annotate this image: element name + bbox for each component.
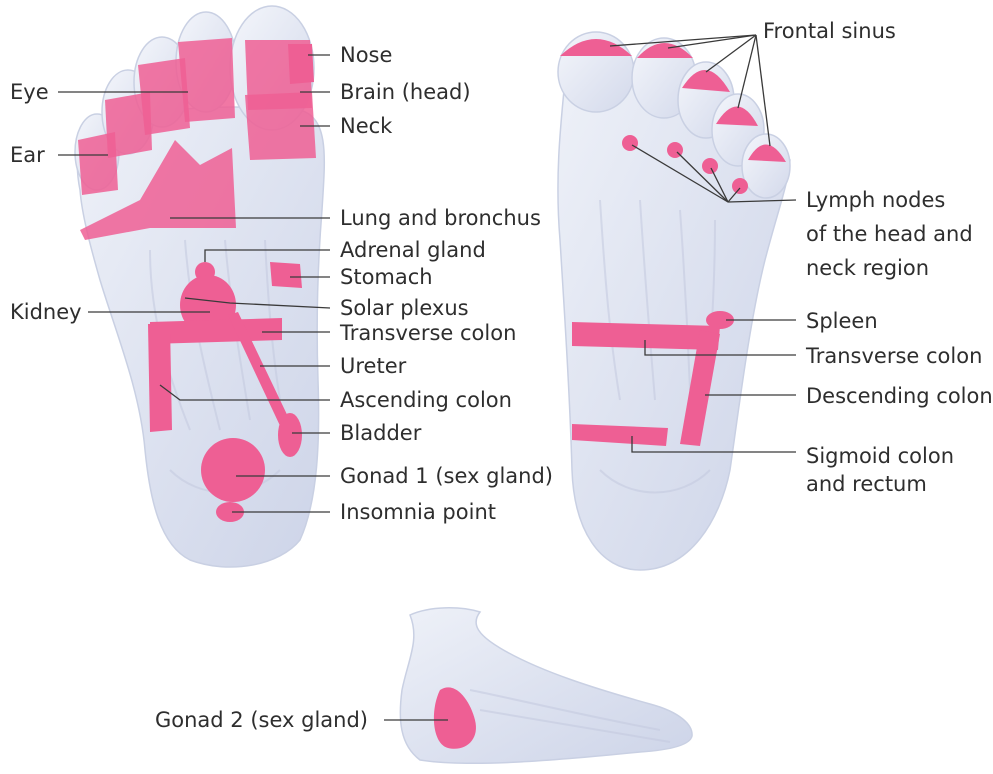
- label-adrenal-gland: Adrenal gland: [340, 238, 486, 262]
- label-brain: Brain (head): [340, 80, 471, 104]
- label-nose: Nose: [340, 43, 392, 67]
- zone-lymph-node-3: [702, 158, 718, 174]
- zone-bladder: [278, 413, 302, 457]
- label-sigmoid-1: Sigmoid colon: [806, 444, 954, 468]
- label-lymph-nodes-2: of the head and: [806, 222, 973, 246]
- label-neck: Neck: [340, 114, 393, 138]
- label-sigmoid-2: and rectum: [806, 472, 927, 496]
- zone-ascending-colon: [148, 324, 172, 432]
- zone-gonad-1: [201, 438, 265, 502]
- label-descending-colon: Descending colon: [806, 384, 993, 408]
- left-foot-sole: [75, 6, 324, 567]
- label-lymph-nodes-1: Lymph nodes: [806, 188, 945, 212]
- label-solar-plexus: Solar plexus: [340, 296, 469, 320]
- label-bladder: Bladder: [340, 421, 422, 445]
- zone-eye-c: [178, 38, 235, 122]
- label-ureter: Ureter: [340, 354, 407, 378]
- label-stomach: Stomach: [340, 265, 433, 289]
- label-lung-bronchus: Lung and bronchus: [340, 206, 541, 230]
- zone-stomach: [270, 262, 302, 288]
- label-lymph-nodes-3: neck region: [806, 256, 929, 280]
- label-kidney: Kidney: [10, 300, 82, 324]
- label-ascending-colon: Ascending colon: [340, 388, 512, 412]
- label-frontal-sinus: Frontal sinus: [763, 19, 896, 43]
- label-gonad-1: Gonad 1 (sex gland): [340, 464, 553, 488]
- label-eye: Eye: [10, 80, 49, 104]
- label-ear: Ear: [10, 143, 45, 167]
- label-insomnia-point: Insomnia point: [340, 500, 496, 524]
- zone-lymph-node-4: [732, 178, 748, 194]
- label-spleen: Spleen: [806, 309, 878, 333]
- right-toe-5: [742, 134, 790, 198]
- right-foot-top: [558, 32, 790, 570]
- label-gonad-2: Gonad 2 (sex gland): [155, 708, 368, 732]
- zone-lymph-node-1: [622, 135, 638, 151]
- label-transverse-colon-right: Transverse colon: [805, 344, 982, 368]
- label-transverse-colon-left: Transverse colon: [339, 321, 516, 345]
- zone-nose: [288, 44, 314, 84]
- side-foot: [400, 608, 692, 763]
